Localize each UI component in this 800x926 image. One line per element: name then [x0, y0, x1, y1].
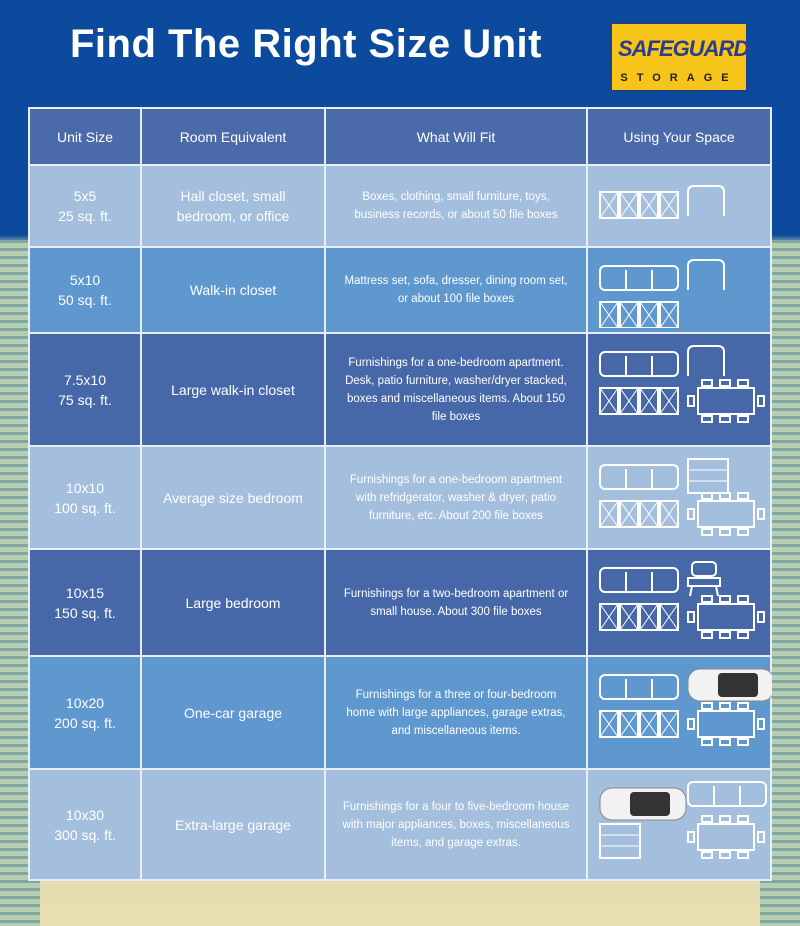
- car-icon: [599, 787, 687, 821]
- unit-area: 200 sq. ft.: [54, 714, 116, 731]
- logo-subtext: STORAGE: [620, 72, 738, 84]
- using-your-space: [586, 445, 772, 550]
- unit-area: 75 sq. ft.: [58, 391, 112, 408]
- unit-size: 5x5: [73, 188, 97, 204]
- unit-size: 10x20: [65, 694, 105, 711]
- unit-size-cell: 5x5 25 sq. ft.: [28, 164, 142, 248]
- unit-size-cell: 5x10 50 sq. ft.: [28, 246, 142, 334]
- armchair-icon: [687, 345, 725, 376]
- armchair-icon: [687, 259, 725, 290]
- what-will-fit: Furnishings for a four to five-bedroom h…: [324, 768, 588, 881]
- what-will-fit: Furnishings for a three or four-bedroom …: [324, 655, 588, 770]
- header-what-will-fit: What Will Fit: [324, 107, 588, 166]
- room-equivalent: Walk-in closet: [140, 246, 326, 334]
- armchair-icon: [687, 185, 725, 216]
- using-your-space: [586, 332, 772, 447]
- using-your-space: [586, 246, 772, 334]
- using-your-space: [586, 655, 772, 770]
- dining-table-icon: [687, 595, 765, 639]
- what-will-fit: Furnishings for a one-bedroom apartment …: [324, 445, 588, 550]
- unit-size: 10x30: [65, 806, 105, 823]
- using-your-space: [586, 548, 772, 657]
- chair-icon: [687, 561, 721, 597]
- dining-table-icon: [687, 379, 765, 423]
- logo-text: SAFEGUARD: [618, 36, 749, 61]
- table-row: 5x10 50 sq. ft. Walk-in closet Mattress s…: [28, 246, 772, 334]
- sofa-icon: [599, 464, 679, 490]
- unit-size: 5x10: [69, 272, 101, 288]
- room-equivalent: Hall closet, small bedroom, or office: [140, 164, 326, 248]
- sofa-icon: [599, 351, 679, 377]
- header-unit-size: Unit Size: [28, 107, 142, 166]
- file-boxes-icon: [599, 603, 679, 631]
- using-your-space: [586, 768, 772, 881]
- room-equivalent: Large walk-in closet: [140, 332, 326, 447]
- sofa-icon: [687, 781, 767, 807]
- dining-table-icon: [687, 492, 765, 536]
- unit-area: 100 sq. ft.: [54, 499, 116, 516]
- safeguard-logo: SAFEGUARD STORAGE: [610, 22, 749, 92]
- file-boxes-icon: [599, 301, 679, 328]
- file-boxes-icon: [599, 191, 679, 219]
- unit-size-cell: 10x15 150 sq. ft.: [28, 548, 142, 657]
- file-boxes-icon: [599, 500, 679, 528]
- room-equivalent: One-car garage: [140, 655, 326, 770]
- sofa-icon: [599, 265, 679, 291]
- unit-size-cell: 10x20 200 sq. ft.: [28, 655, 142, 770]
- dining-table-icon: [687, 815, 765, 859]
- unit-area: 25 sq. ft.: [58, 208, 112, 224]
- car-icon: [687, 668, 772, 702]
- unit-area: 300 sq. ft.: [54, 826, 116, 843]
- room-equivalent: Large bedroom: [140, 548, 326, 657]
- unit-size-cell: 10x30 300 sq. ft.: [28, 768, 142, 881]
- dresser-icon: [687, 458, 729, 494]
- file-boxes-icon: [599, 710, 679, 738]
- unit-area: 150 sq. ft.: [54, 604, 116, 621]
- header-room-equivalent: Room Equivalent: [140, 107, 326, 166]
- table-row: 10x15 150 sq. ft. Large bedroom Furnishin…: [28, 548, 772, 657]
- what-will-fit: Mattress set, sofa, dresser, dining room…: [324, 246, 588, 334]
- sofa-icon: [599, 674, 679, 700]
- unit-size-cell: 7.5x10 75 sq. ft.: [28, 332, 142, 447]
- what-will-fit: Furnishings for a two-bedroom apartment …: [324, 548, 588, 657]
- dresser-icon: [599, 823, 641, 859]
- table-row: 10x30 300 sq. ft. Extra-large garage Furn…: [28, 768, 772, 881]
- table-row: 7.5x10 75 sq. ft. Large walk-in closet Fu…: [28, 332, 772, 447]
- what-will-fit: Boxes, clothing, small furniture, toys, …: [324, 164, 588, 248]
- unit-size: 10x10: [65, 479, 105, 496]
- what-will-fit: Furnishings for a one-bedroom apartment.…: [324, 332, 588, 447]
- unit-size-cell: 10x10 100 sq. ft.: [28, 445, 142, 550]
- unit-area: 50 sq. ft.: [58, 292, 112, 308]
- header-using-your-space: Using Your Space: [586, 107, 772, 166]
- table-row: 5x5 25 sq. ft. Hall closet, small bedroom…: [28, 164, 772, 248]
- using-your-space: [586, 164, 772, 248]
- dining-table-icon: [687, 702, 765, 746]
- file-boxes-icon: [599, 387, 679, 415]
- unit-size: 10x15: [65, 584, 105, 601]
- page-title: Find The Right Size Unit: [70, 22, 542, 66]
- unit-size-table: Unit Size Room Equivalent What Will Fit …: [28, 107, 772, 881]
- room-equivalent: Average size bedroom: [140, 445, 326, 550]
- unit-size: 7.5x10: [63, 371, 107, 388]
- sofa-icon: [599, 567, 679, 593]
- table-row: 10x20 200 sq. ft. One-car garage Furnishi…: [28, 655, 772, 770]
- room-equivalent: Extra-large garage: [140, 768, 326, 881]
- table-row: 10x10 100 sq. ft. Average size bedroom Fu…: [28, 445, 772, 550]
